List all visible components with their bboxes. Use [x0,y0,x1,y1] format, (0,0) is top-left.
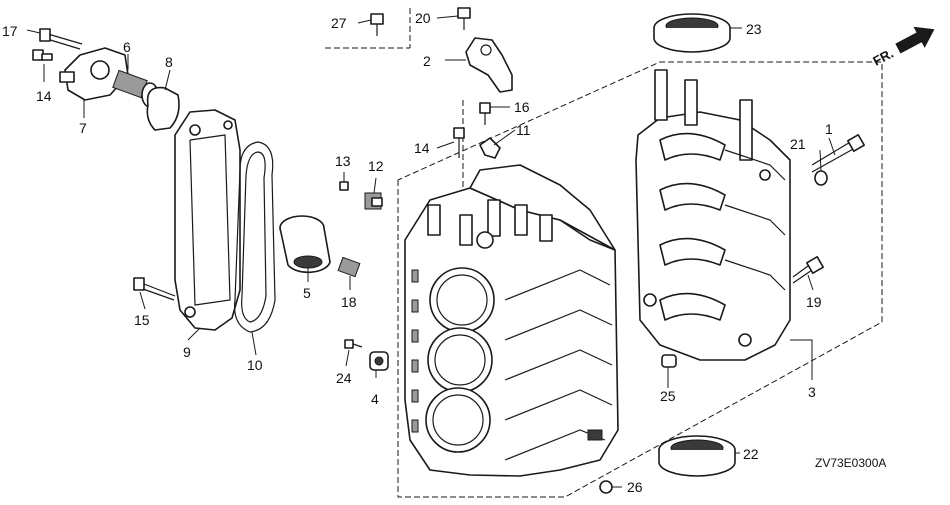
ring-26 [599,480,613,494]
exhaust-gasket [233,141,276,333]
callout-10: 10 [247,357,263,373]
oil-seal-bottom [658,435,736,477]
bolt-27 [370,13,384,36]
callout-labels: 17 14 6 7 8 9 10 5 18 4 24 13 12 15 2 20… [2,10,833,495]
bolt-1 [811,134,865,173]
callout-13: 13 [335,153,351,169]
washer-21 [814,170,828,186]
bolt-20 [457,7,471,30]
callout-18: 18 [341,294,357,310]
front-direction-label: FR. [870,46,896,69]
clip-11 [479,137,501,159]
callout-9: 9 [183,344,191,360]
callout-27: 27 [331,15,347,31]
callout-12: 12 [368,158,384,174]
fitting-4 [369,351,389,371]
bolt-19 [792,256,824,284]
callout-16: 16 [514,99,530,115]
callout-22: 22 [743,446,759,462]
cylinder-block [404,164,619,477]
callout-19: 19 [806,294,822,310]
diagram-code: ZV73E0300A [815,456,886,470]
callout-26: 26 [627,479,643,495]
bolt-14-left [32,49,53,61]
callout-14-left: 14 [36,88,52,104]
leader-lines [26,15,836,488]
oil-seal-top [653,13,731,53]
front-direction-indicator: FR. [870,26,935,69]
callout-15: 15 [134,312,150,328]
exhaust-cover [174,109,241,331]
oil-filter [279,215,331,274]
thermostat-cover [59,47,129,101]
callout-21: 21 [790,136,806,152]
callout-4: 4 [371,391,379,407]
bolt-24 [344,339,363,349]
crankcase [635,69,791,361]
callout-6: 6 [123,39,131,55]
callout-17: 17 [2,23,18,39]
callout-24: 24 [336,370,352,386]
sensor-12 [364,192,383,210]
fitting-18 [337,256,361,278]
callout-3: 3 [808,384,816,400]
bolt-14-center [453,127,465,158]
bolt-17 [39,28,83,50]
callout-1: 1 [825,121,833,137]
callout-20: 20 [415,10,431,26]
callout-2: 2 [423,53,431,69]
callout-7: 7 [79,120,87,136]
callout-14-center: 14 [414,140,430,156]
bracket-2 [465,37,513,93]
thermostat-gasket [146,86,180,131]
bolt-13 [339,181,349,191]
bolt-16 [479,102,491,125]
pin-25 [661,354,677,368]
callout-23: 23 [746,21,762,37]
front-arrow-icon [895,26,935,54]
callout-25: 25 [660,388,676,404]
callout-5: 5 [303,285,311,301]
bolt-15 [133,277,176,301]
callout-8: 8 [165,54,173,70]
callout-11: 11 [516,122,531,138]
